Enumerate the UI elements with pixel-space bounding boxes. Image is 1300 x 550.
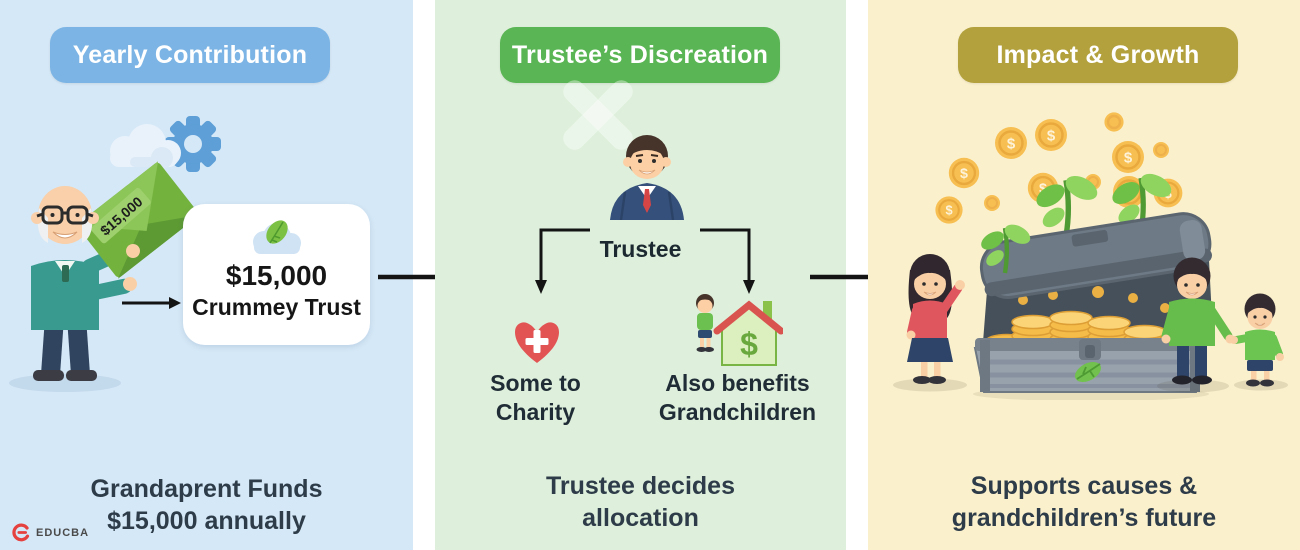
- panel3-header: Impact & Growth: [958, 27, 1238, 83]
- man-figure: [1157, 257, 1235, 393]
- panel2-caption-line2: allocation: [582, 504, 699, 532]
- shoe: [66, 370, 97, 381]
- arrow-grandparent-to-trust: [122, 297, 181, 309]
- panel2-caption-line1: Trustee decides: [546, 472, 735, 500]
- woman-figure: [893, 254, 967, 392]
- gear-icon: [165, 116, 221, 172]
- panel3-caption-line1: Supports causes &: [970, 472, 1198, 500]
- panel1-caption-line1: Grandaprent Funds: [90, 475, 323, 503]
- house-glyph: $: [713, 300, 783, 366]
- panel1-caption: Grandaprent Funds $15,000 annually: [0, 473, 413, 537]
- leaf-glyph: [265, 220, 288, 244]
- trustee-branch-arrows: [535, 228, 755, 294]
- branch-charity-label: Some to Charity: [490, 370, 581, 425]
- heart-plus-icon: [515, 322, 559, 363]
- shoe: [33, 370, 64, 381]
- glasses: [36, 205, 94, 225]
- card-name: Crummey Trust: [192, 294, 361, 320]
- tie: [62, 265, 69, 282]
- tie: [643, 189, 651, 213]
- grandfather-figure: $15,000: [9, 161, 200, 392]
- panel3-header-label: Impact & Growth: [996, 40, 1200, 69]
- house-dollar-icon: $: [696, 294, 783, 366]
- trustee-label: Trustee: [599, 236, 682, 262]
- panel-impact-growth: Impact & Growth $: [868, 0, 1300, 550]
- trustee-figure: [610, 135, 684, 220]
- panel1-header: Yearly Contribution: [50, 27, 330, 83]
- boy-figure: [1230, 293, 1288, 391]
- cloud-gear-illustration: [110, 116, 221, 172]
- panel1-header-label: Yearly Contribution: [72, 40, 308, 69]
- educba-e-icon: [12, 523, 30, 542]
- panel-yearly-contribution: Yearly Contribution: [0, 0, 413, 550]
- treasure-growth-scene: $: [893, 111, 1288, 400]
- panel2-header-label: Trustee’s Discreation: [511, 40, 769, 69]
- panel2-header: Trustee’s Discreation: [500, 27, 780, 83]
- plus-glyph: [525, 330, 549, 353]
- panel-trustees-discretion: Trustee’s Discreation Trustee: [435, 0, 846, 550]
- treasure-chest-icon: [973, 338, 1207, 393]
- grandfather-head: [31, 186, 99, 244]
- branch-grandchildren-label: Also benefits Grandchildren: [658, 370, 817, 425]
- card-amount: $15,000: [225, 260, 328, 291]
- panel1-caption-line2: $15,000 annually: [107, 507, 306, 535]
- panel3-caption-line2: grandchildren’s future: [951, 504, 1217, 532]
- grandchild-figure: [696, 294, 714, 352]
- panel2-caption: Trustee decides allocation: [435, 470, 846, 534]
- leaf-cloud-icon: [252, 220, 301, 254]
- chest-leaf-emblem: [1075, 362, 1101, 382]
- crummey-trust-card: $15,000 Crummey Trust: [183, 204, 370, 345]
- panel3-caption: Supports causes & grandchildren’s future: [868, 470, 1300, 534]
- educba-logo: EDUCBA: [12, 523, 89, 543]
- educba-logo-text: EDUCBA: [36, 527, 90, 539]
- chest-lid: [979, 212, 1212, 299]
- house-dollar-glyph: $: [740, 326, 758, 362]
